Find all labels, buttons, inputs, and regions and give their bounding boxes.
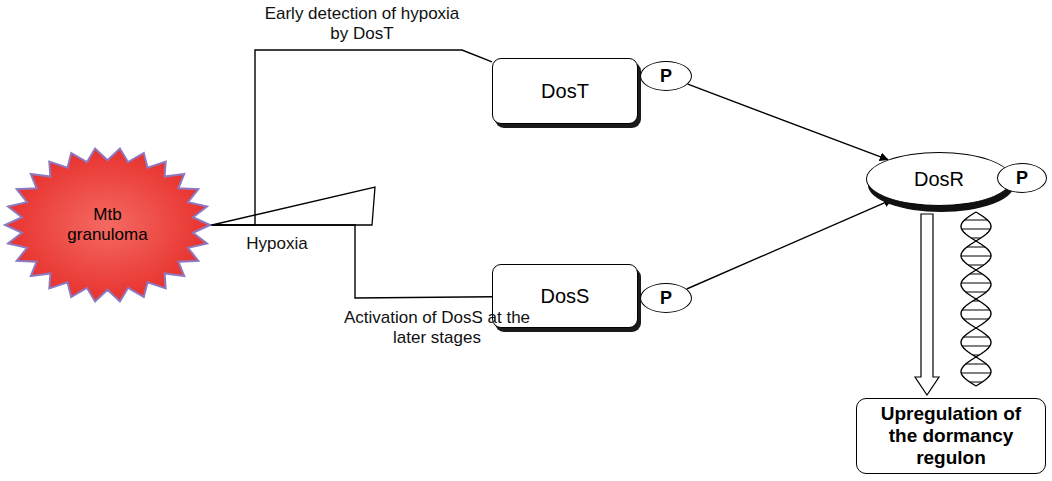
dna-rung [962, 310, 990, 311]
node-text: DosS [541, 285, 590, 308]
annotation-label: Activation of DosS at the later stages [342, 308, 532, 349]
node-text: P [1016, 168, 1028, 189]
dna-rung [973, 355, 979, 356]
dna-rung [970, 274, 983, 275]
dna-strand [961, 212, 991, 386]
annotation-label: Hypoxia [222, 234, 332, 254]
phosphate-ellipse: P [640, 283, 692, 313]
node-text: DosT [541, 80, 589, 103]
phosphate-ellipse: P [640, 61, 692, 91]
connector-arrow [208, 50, 492, 225]
connector-arrow [688, 84, 888, 160]
dna-rung [962, 229, 991, 230]
dna-rung [966, 292, 987, 293]
hypoxia-wedge [212, 187, 375, 225]
node-text: P [660, 288, 672, 309]
phosphate-ellipse: P [997, 163, 1047, 193]
dna-rung [965, 220, 988, 221]
dna-rung [968, 265, 983, 266]
dna-rung [961, 256, 991, 257]
sensor-box: DosT [492, 58, 638, 124]
result-box: Upregulation of the dormancy regulon [856, 398, 1046, 474]
dna-rung [964, 319, 989, 320]
dna-rung [964, 337, 989, 338]
node-text: Mtb granuloma [53, 205, 162, 244]
connector-arrow [687, 200, 892, 289]
node-text: P [660, 66, 672, 87]
node-text: Upregulation of the dormancy regulon [865, 403, 1037, 469]
annotation-label: Early detection of hypoxia by DosT [262, 4, 462, 45]
dna-rung [973, 301, 979, 302]
dna-strand [961, 212, 991, 386]
dna-rung [962, 346, 990, 347]
dna-rung [971, 238, 981, 239]
connector-arrow [208, 225, 492, 298]
dna-helix [961, 212, 991, 386]
dna-rung [966, 364, 987, 365]
starburst-shape [5, 149, 210, 302]
dna-rung [970, 382, 983, 383]
regulator-ellipse: DosR [866, 152, 1012, 206]
node-text: DosR [914, 168, 964, 191]
dna-rung [961, 373, 991, 374]
connector-arrow [915, 214, 939, 395]
dna-rung [967, 247, 985, 248]
dna-rung [961, 283, 991, 284]
granuloma-burst: Mtb granuloma [5, 148, 210, 302]
